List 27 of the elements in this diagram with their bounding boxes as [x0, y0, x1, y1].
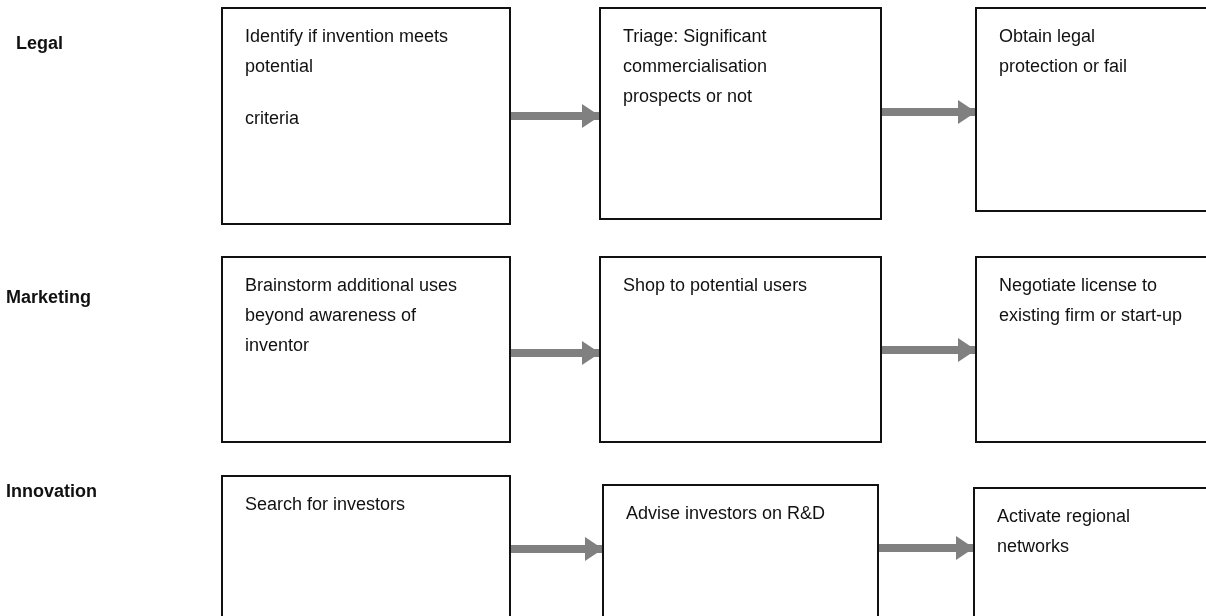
- arrow: [882, 338, 976, 362]
- box-text: Advise investors on R&D: [626, 502, 826, 525]
- process-box: [221, 7, 511, 225]
- box-text: Activate regional networks: [997, 505, 1132, 558]
- process-box: [221, 475, 511, 616]
- process-box: [221, 256, 511, 443]
- box-text: Shop to potential users: [623, 274, 809, 297]
- box-text: Negotiate license to existing firm or start-up: [999, 274, 1184, 327]
- box-text: Search for investors: [245, 493, 407, 516]
- process-box: [599, 256, 882, 443]
- process-box: [975, 7, 1206, 212]
- process-box: [602, 484, 879, 616]
- box-text: Obtain legal protection or fail: [999, 25, 1129, 78]
- row-label: Innovation: [6, 480, 97, 502]
- box-text: Brainstorm additional uses beyond awareness of inventor: [245, 274, 459, 357]
- arrow: [511, 341, 600, 365]
- box-text: Triage: Significant commercialisation prospects or not: [623, 25, 769, 108]
- process-box: [975, 256, 1206, 443]
- row-label: Marketing: [6, 286, 92, 308]
- row-label: Legal: [16, 32, 63, 54]
- arrow: [511, 537, 603, 561]
- arrow: [879, 536, 974, 560]
- process-box: [599, 7, 882, 220]
- arrow: [882, 100, 976, 124]
- box-text: Identify if invention meets potential: [245, 25, 450, 78]
- box-text: criteria: [245, 107, 300, 130]
- arrow: [511, 104, 600, 128]
